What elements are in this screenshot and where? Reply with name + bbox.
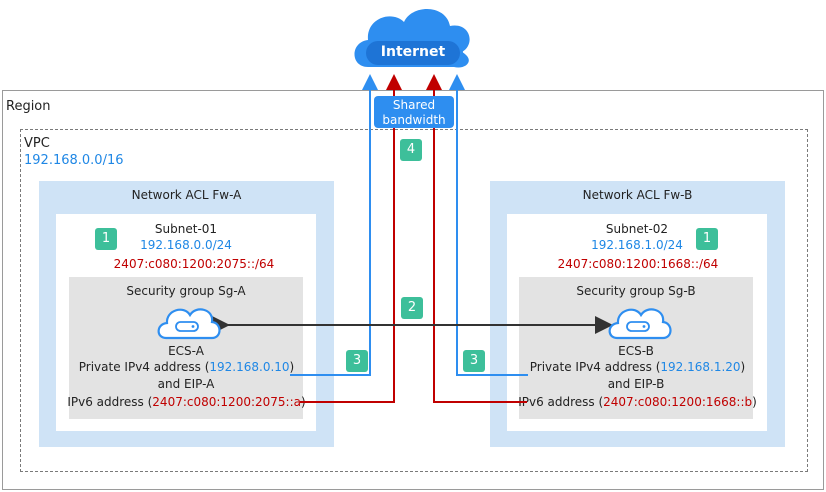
security-group-b-label: Security group Sg-B <box>576 284 696 298</box>
shared-bandwidth-box: Shared bandwidth <box>374 96 454 128</box>
badge-eip-b: 3 <box>463 350 485 372</box>
cloud-icon <box>354 8 470 68</box>
ecs-b-name: ECS-B <box>618 344 654 358</box>
ecs-b-ipv4-line: Private IPv4 address (192.168.1.20) <box>529 360 746 374</box>
badge-subnet-a: 1 <box>95 228 117 250</box>
vpc-label: VPC <box>24 136 50 151</box>
ipv6-path-b <box>426 74 527 403</box>
security-group-a <box>69 277 303 419</box>
subnet-a-ipv4: 192.168.0.0/24 <box>140 238 232 252</box>
ecs-cloud-icon <box>608 308 672 340</box>
subnet-b-ipv6: 2407:c080:1200:1668::/64 <box>557 257 719 271</box>
security-group-a-label: Security group Sg-A <box>126 284 246 298</box>
subnet-b-ipv4: 192.168.1.0/24 <box>591 238 683 252</box>
ecs-b-ipv4: 192.168.1.20 <box>660 360 741 374</box>
badge-subnet-b: 1 <box>696 228 718 250</box>
ipv6-path-a <box>300 74 402 403</box>
ipv4-path-b <box>449 74 528 376</box>
badge-eip-a: 3 <box>346 350 368 372</box>
subnet-a-name: Subnet-01 <box>154 222 218 236</box>
ipv4-path-a <box>290 74 378 376</box>
ecs-a-ipv4-line: Private IPv4 address (192.168.0.10) <box>78 360 295 374</box>
ecs-b-ipv6: 2407:c080:1200:1668::b <box>603 395 753 409</box>
vpc-container <box>20 129 808 472</box>
internet-label: Internet <box>380 44 446 60</box>
badge-peer: 2 <box>401 297 423 319</box>
region-container <box>2 90 824 490</box>
shared-bandwidth-line2: bandwidth <box>382 113 446 127</box>
ecs-a-ipv6: 2407:c080:1200:2075::a <box>152 395 301 409</box>
shared-bandwidth-line1: Shared <box>392 98 436 112</box>
subnet-a-ipv6: 2407:c080:1200:2075::/64 <box>113 257 275 271</box>
ecs-a-ipv4: 192.168.0.10 <box>209 360 290 374</box>
region-label: Region <box>6 99 51 114</box>
network-acl-b-title: Network ACL Fw-B <box>582 188 693 202</box>
subnet-b-name: Subnet-02 <box>605 222 669 236</box>
badge-bandwidth: 4 <box>400 139 422 161</box>
network-acl-a-title: Network ACL Fw-A <box>131 188 242 202</box>
ecs-cloud-icon <box>157 308 221 340</box>
ecs-a-ipv6-line: IPv6 address (2407:c080:1200:2075::a) <box>67 395 306 409</box>
security-group-b <box>519 277 753 419</box>
ecs-a-eip: and EIP-A <box>157 377 215 391</box>
vpc-cidr: 192.168.0.0/16 <box>24 153 124 168</box>
ecs-b-ipv6-line: IPv6 address (2407:c080:1200:1668::b) <box>518 395 757 409</box>
ecs-b-eip: and EIP-B <box>607 377 665 391</box>
ecs-a-name: ECS-A <box>168 344 204 358</box>
